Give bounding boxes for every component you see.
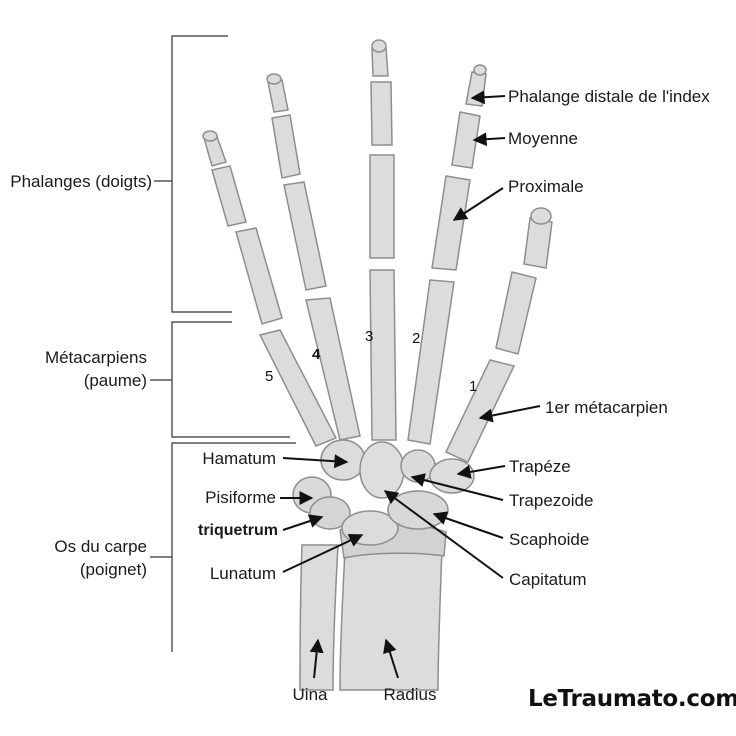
finger-1-bones <box>444 207 553 463</box>
radius-bone <box>339 547 443 691</box>
finger-5-bones <box>202 130 338 447</box>
group-label-metacarpals-line1: Métacarpiens <box>44 348 147 367</box>
finger-number-4: 4 <box>312 346 321 363</box>
bracket-phalanges <box>154 35 232 313</box>
finger-number-1: 1 <box>469 378 478 395</box>
bracket-carpals <box>150 442 296 652</box>
group-brackets <box>150 35 296 652</box>
label-capitatum: Capitatum <box>509 570 587 589</box>
group-label-carpals-line1: Os du carpe <box>54 537 147 556</box>
label-trapeze: Trapéze <box>509 457 571 476</box>
label-pisiforme: Pisiforme <box>205 488 276 507</box>
label-hamatum: Hamatum <box>202 449 276 468</box>
group-label-metacarpals-line2: (paume) <box>83 371 147 390</box>
label-ulna: Uina <box>292 685 328 704</box>
group-label-phalanges: Phalanges (doigts) <box>10 172 152 191</box>
finger-number-3: 3 <box>365 328 374 345</box>
label-trapezoide: Trapezoide <box>509 491 594 510</box>
group-label-carpals-line2: (poignet) <box>79 560 147 579</box>
finger-3-bones <box>369 39 397 441</box>
finger-4-bones <box>266 73 361 441</box>
brand-watermark: LeTraumato.com <box>528 686 736 712</box>
bracket-metacarpals <box>150 321 290 438</box>
label-radius: Radius <box>383 685 437 704</box>
finger-number-2: 2 <box>412 330 421 347</box>
carpal-bones <box>292 439 475 546</box>
label-middle-phalanx: Moyenne <box>508 129 578 148</box>
capitatum-bone <box>359 441 405 499</box>
label-triquetrum: triquetrum <box>198 522 278 539</box>
label-first-metacarpal: 1er métacarpien <box>545 398 668 417</box>
forearm-bones <box>299 522 447 691</box>
finger-bones <box>202 39 553 463</box>
finger-2-bones <box>407 64 487 445</box>
finger-number-5: 5 <box>265 368 274 385</box>
scaphoide-bone <box>387 490 449 530</box>
leader-arrows <box>280 90 541 679</box>
label-lunatum: Lunatum <box>209 564 276 583</box>
label-distal-phalanx: Phalange distale de l'index <box>508 87 710 106</box>
label-proximal-phalanx: Proximale <box>508 177 584 196</box>
ulna-bone <box>299 544 339 691</box>
label-scaphoide: Scaphoide <box>509 530 590 549</box>
